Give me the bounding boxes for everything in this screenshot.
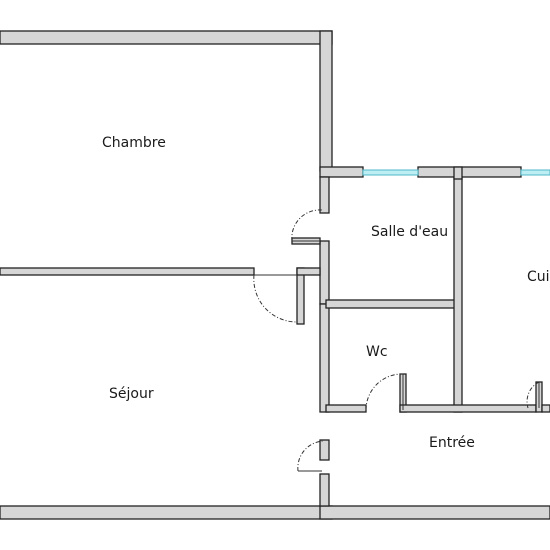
wall-salle-top-mid (417, 166, 522, 178)
wall-wc-bottom-right (399, 404, 537, 413)
wall-sejour-jamb-top (296, 267, 321, 276)
wall-sejour-door-jamb (296, 267, 305, 325)
wall-chambre-right-lower (319, 176, 330, 214)
door-entree-swing (297, 440, 325, 472)
label-entree: Entrée (429, 435, 475, 451)
wall-top-cuisine-stub (453, 166, 463, 180)
label-wc: Wc (366, 344, 388, 360)
wall-chambre-right (319, 30, 333, 172)
door-cuisine-swing (526, 381, 540, 409)
label-sejour: Séjour (109, 386, 154, 402)
label-salle-deau: Salle d'eau (371, 224, 448, 240)
wall-cuisine-bottom-right (541, 404, 550, 413)
wall-top-left (0, 30, 333, 45)
wall-salle-top-left (319, 166, 364, 178)
label-chambre: Chambre (102, 135, 166, 151)
label-cuisine: Cuisine (527, 269, 550, 285)
wall-bottom-left (0, 505, 333, 520)
door-chambre-swing (291, 209, 323, 242)
wall-corridor-left-mid (319, 303, 330, 413)
wall-salle-cuisine (453, 176, 463, 413)
window-salle-deau (362, 169, 419, 176)
wall-corridor-left-lower (319, 439, 330, 461)
wall-corridor-left-bottom (319, 473, 330, 507)
wall-corridor-left-upper (319, 240, 330, 305)
wall-wc-bottom-left (325, 404, 367, 413)
wall-bottom-right (319, 505, 550, 520)
window-cuisine (520, 169, 550, 176)
wall-salle-wc (325, 299, 462, 309)
door-wc-swing (365, 373, 404, 411)
door-sejour-swing (253, 274, 298, 323)
wall-chambre-sejour (0, 267, 255, 276)
